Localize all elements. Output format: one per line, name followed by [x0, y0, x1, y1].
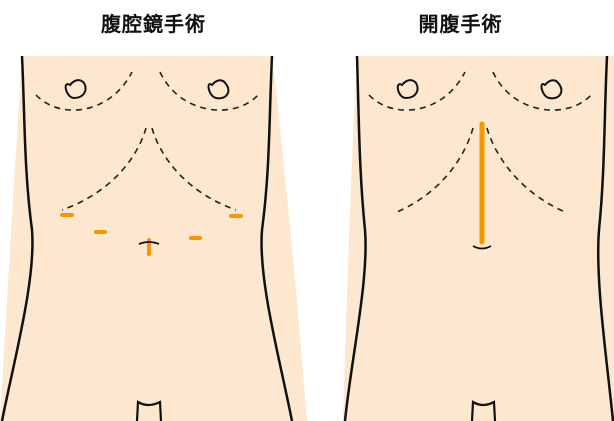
panel-open-surgery: 開腹手術	[307, 0, 614, 421]
torso-illustration	[307, 0, 614, 421]
torso-illustration	[0, 0, 307, 421]
groin-outline	[137, 402, 161, 421]
torso-skin	[343, 56, 614, 421]
panel-laparoscopic: 腹腔鏡手術	[0, 0, 307, 421]
groin-outline	[472, 402, 495, 421]
